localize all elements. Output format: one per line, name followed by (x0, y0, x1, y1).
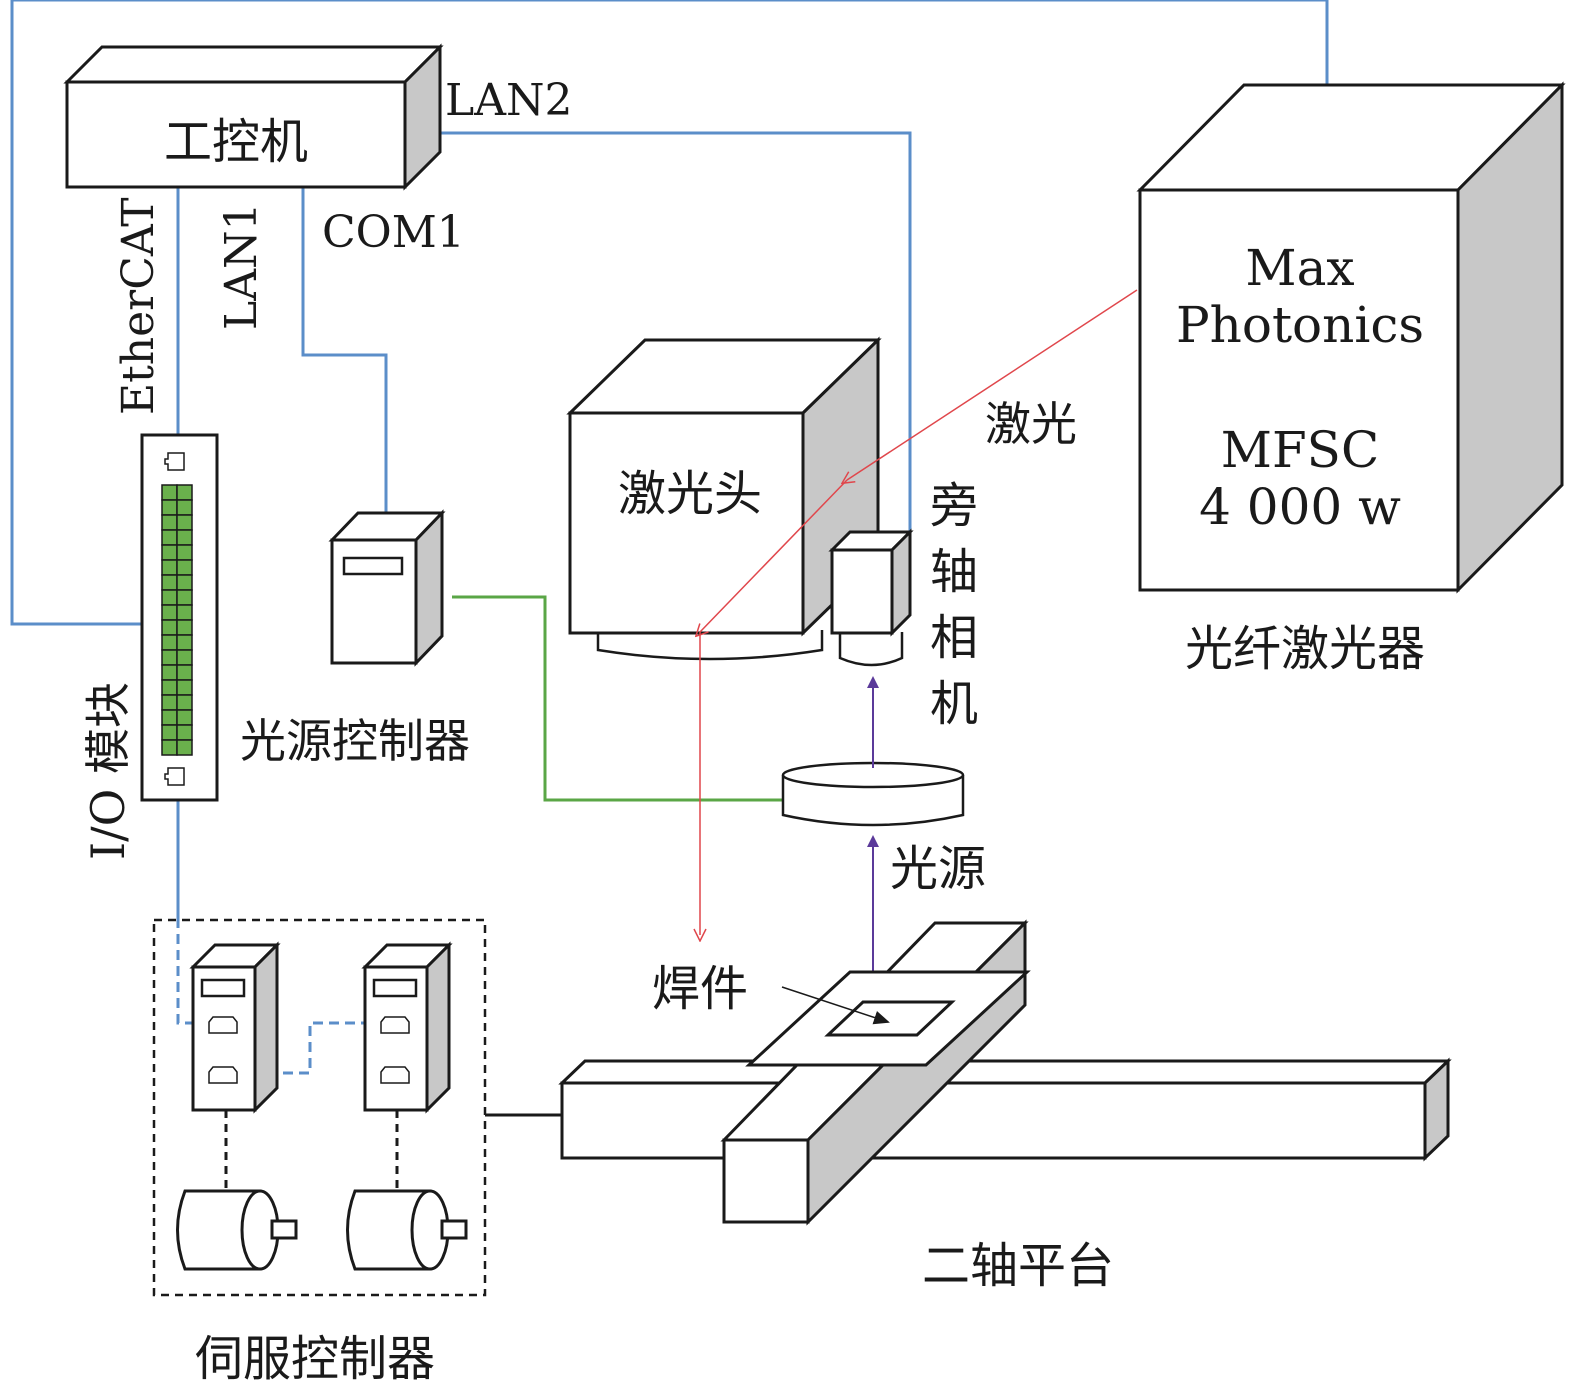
io-terminal (161, 664, 178, 681)
io-terminal (176, 574, 193, 591)
cable-light-source (452, 595, 783, 802)
servo-motor-2 (346, 1189, 468, 1271)
two-axis-platform-label: 二轴平台 (922, 1238, 1114, 1294)
io-terminal (176, 739, 193, 756)
workpiece-label: 焊件 (652, 961, 748, 1017)
laser-beam-head (700, 479, 848, 632)
light-controller-label: 光源控制器 (240, 714, 470, 768)
io-terminal (176, 559, 193, 576)
laser-power: 4 000 w (1199, 478, 1401, 536)
workpiece-square (824, 1000, 956, 1037)
io-terminal (176, 724, 193, 741)
io-terminal (161, 574, 178, 591)
svg-text:相: 相 (930, 610, 978, 666)
io-terminal (161, 604, 178, 621)
servo-controller-group (152, 918, 487, 1297)
com1-label: COM1 (322, 207, 465, 258)
light-source-label: 光源 (890, 841, 986, 897)
io-terminal (176, 529, 193, 546)
ethercat-label: EtherCAT (113, 197, 164, 415)
io-terminal (161, 724, 178, 741)
io-terminals (161, 484, 193, 756)
io-terminal (176, 484, 193, 501)
svg-text:旁: 旁 (930, 478, 978, 534)
io-terminal (161, 559, 178, 576)
side-camera-lens (838, 632, 904, 667)
io-terminal (161, 634, 178, 651)
servo-controller-label: 伺服控制器 (195, 1331, 435, 1387)
io-terminal (176, 649, 193, 666)
io-module-label: I/O 模块 (81, 682, 135, 860)
side-camera-label: 旁 轴 相 机 (930, 478, 978, 732)
io-terminal (176, 499, 193, 516)
ipc-box (63, 43, 444, 191)
servo-drive-2 (361, 941, 453, 1114)
fiber-laser-label: 光纤激光器 (1185, 621, 1425, 677)
cable-laser-loop (10, 0, 1329, 626)
io-terminal (176, 589, 193, 606)
servo-drive-1 (189, 941, 281, 1114)
io-terminal (176, 604, 193, 621)
lan2-label: LAN2 (445, 75, 573, 126)
workpiece-pointer (781, 986, 890, 1025)
io-terminal (161, 544, 178, 561)
laser-model: MFSC (1221, 421, 1379, 479)
io-terminal (161, 499, 178, 516)
ipc-label: 工控机 (164, 114, 308, 170)
io-port-bottom (164, 767, 185, 786)
cable-com1 (301, 185, 388, 525)
side-camera (828, 528, 914, 667)
laser-beam-label: 激光 (985, 397, 1077, 451)
io-terminal (161, 484, 178, 501)
io-module (140, 433, 219, 802)
io-terminal (176, 619, 193, 636)
laser-beam-in (847, 289, 1138, 480)
io-terminal (161, 514, 178, 531)
io-terminal (161, 739, 178, 756)
io-terminal (161, 619, 178, 636)
servo-motor-1 (176, 1189, 298, 1271)
io-terminal (176, 544, 193, 561)
io-terminal (161, 529, 178, 546)
io-terminal (176, 694, 193, 711)
lan1-label: LAN1 (216, 203, 267, 331)
light-controller-display (342, 556, 404, 576)
io-terminal (161, 709, 178, 726)
laser-head-base (596, 630, 824, 661)
fiber-laser-box (1136, 81, 1566, 594)
cable-lan2 (405, 131, 912, 533)
laser-brand-line1: Max (1245, 239, 1354, 297)
svg-text:轴: 轴 (930, 544, 978, 600)
io-terminal (176, 679, 193, 696)
io-terminal (161, 589, 178, 606)
cable-servo-dashed-1 (176, 918, 205, 1025)
io-terminal (176, 634, 193, 651)
laser-brand-line2: Photonics (1176, 296, 1424, 354)
io-terminal (161, 694, 178, 711)
laser-head-label: 激光头 (618, 466, 762, 522)
io-terminal (176, 514, 193, 531)
svg-text:机: 机 (930, 676, 978, 732)
io-terminal (161, 679, 178, 696)
io-terminal (161, 649, 178, 666)
io-port-top (164, 452, 185, 471)
io-terminal (176, 709, 193, 726)
io-terminal (176, 664, 193, 681)
light-controller-box (328, 509, 446, 667)
light-source-ring (781, 761, 965, 827)
